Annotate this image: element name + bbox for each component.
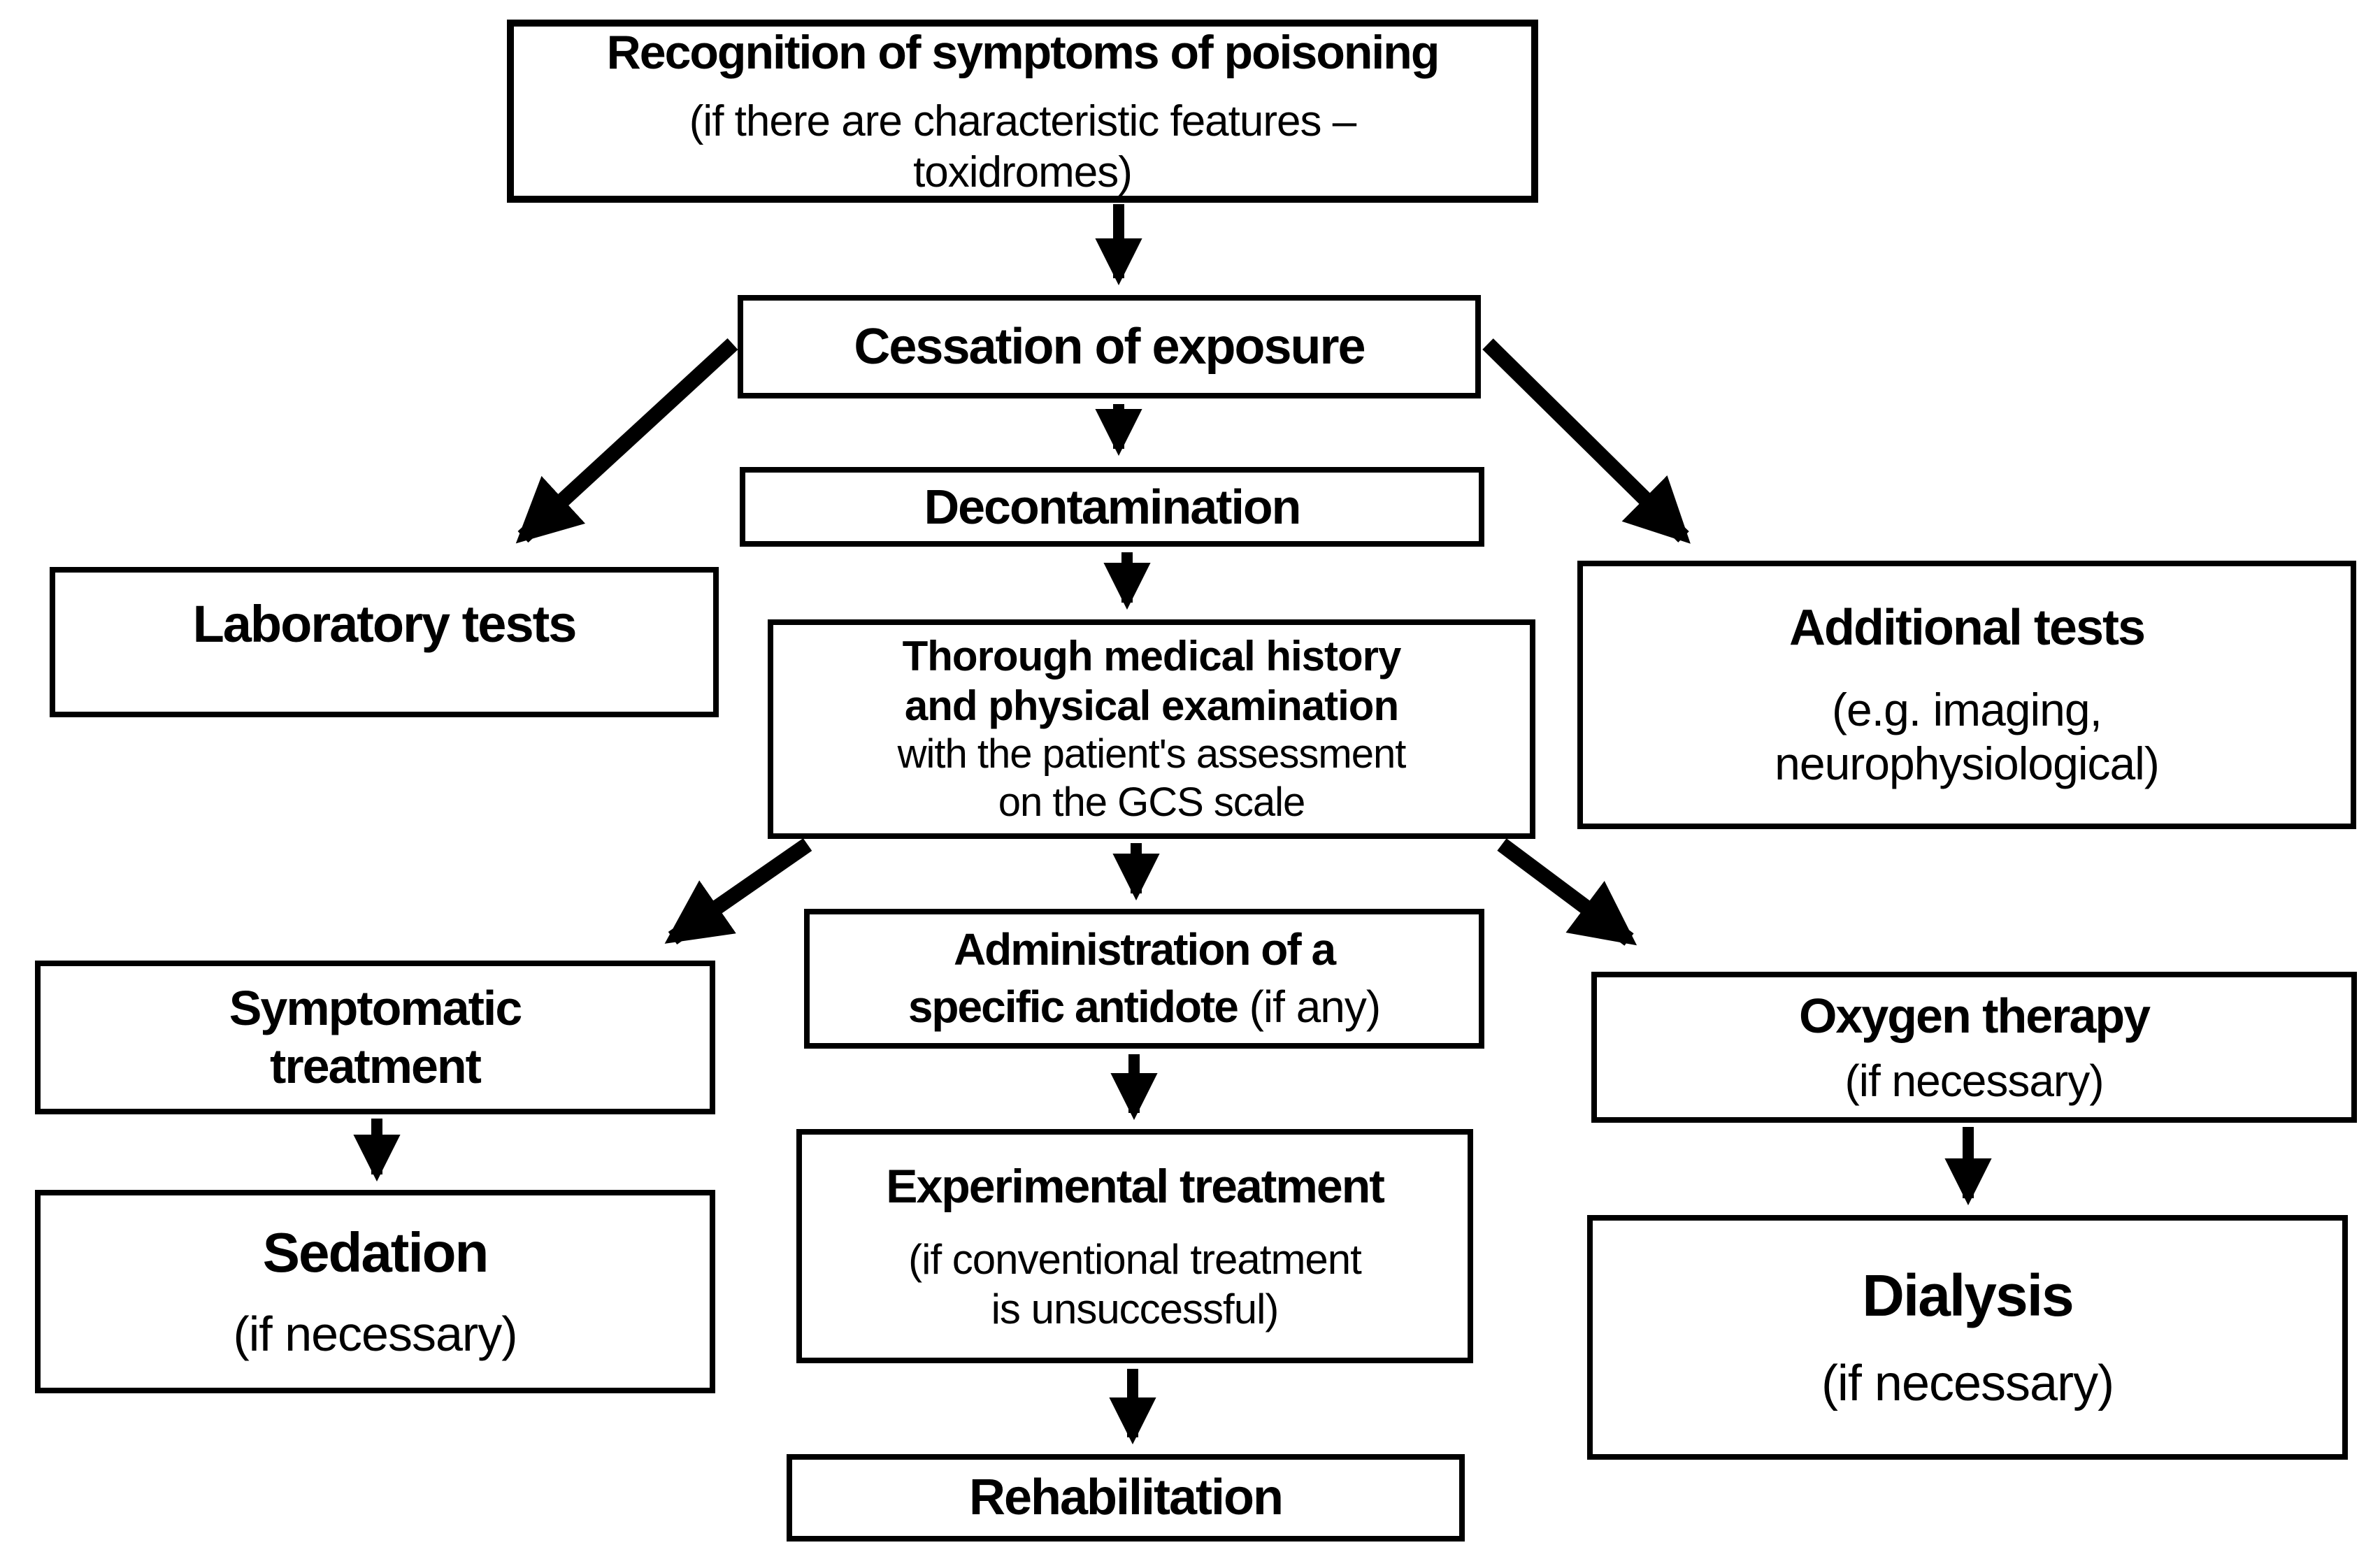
node-sedation-subtitle: (if necessary) <box>233 1307 517 1362</box>
node-recognition-title: Recognition of symptoms of poisoning <box>606 25 1440 79</box>
node-laboratory: Laboratory tests <box>50 567 719 717</box>
node-antidote-title: Administration of a specific antidote <box>908 924 1336 1032</box>
node-sedation-title: Sedation <box>262 1221 489 1284</box>
node-oxygen-subtitle: (if necessary) <box>1844 1055 2104 1106</box>
node-decontamination-title: Decontamination <box>924 479 1302 534</box>
node-oxygen: Oxygen therapy (if necessary) <box>1591 972 2357 1123</box>
node-experimental-subtitle: (if conventional treatment is unsuccessf… <box>908 1235 1362 1332</box>
node-dialysis-title: Dialysis <box>1862 1262 2074 1328</box>
node-history-title: Thorough medical history and physical ex… <box>902 632 1402 729</box>
arrow-cessation-to-additional <box>1482 338 1691 544</box>
node-additional: Additional tests (e.g. imaging, neurophy… <box>1577 561 2356 829</box>
node-antidote-label: Administration of a specific antidote (i… <box>908 921 1382 1036</box>
node-antidote: Administration of a specific antidote (i… <box>804 909 1484 1049</box>
node-experimental-title: Experimental treatment <box>886 1159 1385 1213</box>
node-history: Thorough medical history and physical ex… <box>768 619 1535 839</box>
arrow-cessation-to-laboratory <box>515 338 738 544</box>
node-cessation: Cessation of exposure <box>738 295 1481 398</box>
node-cessation-title: Cessation of exposure <box>854 318 1365 375</box>
node-symptomatic-title: Symptomatic treatment <box>229 981 523 1093</box>
arrow-history-to-symptomatic <box>664 838 812 945</box>
arrow-history-to-oxygen <box>1497 838 1637 946</box>
node-recognition-subtitle: (if there are characteristic features – … <box>689 96 1356 197</box>
node-decontamination: Decontamination <box>740 467 1484 547</box>
node-dialysis-subtitle: (if necessary) <box>1821 1356 2114 1412</box>
node-experimental: Experimental treatment (if conventional … <box>796 1129 1473 1363</box>
node-antidote-suffix: (if any) <box>1237 982 1382 1032</box>
node-history-subtitle: with the patient's assessment on the GCS… <box>897 731 1407 825</box>
node-additional-subtitle: (e.g. imaging, neurophysiological) <box>1775 683 2160 790</box>
node-dialysis: Dialysis (if necessary) <box>1587 1215 2348 1460</box>
node-additional-title: Additional tests <box>1788 599 2146 656</box>
node-rehabilitation: Rehabilitation <box>787 1454 1465 1542</box>
node-laboratory-title: Laboratory tests <box>192 595 578 653</box>
node-oxygen-title: Oxygen therapy <box>1798 988 2151 1043</box>
node-sedation: Sedation (if necessary) <box>35 1190 715 1393</box>
node-recognition: Recognition of symptoms of poisoning (if… <box>507 20 1538 203</box>
node-symptomatic: Symptomatic treatment <box>35 961 715 1114</box>
node-rehabilitation-title: Rehabilitation <box>968 1469 1284 1526</box>
